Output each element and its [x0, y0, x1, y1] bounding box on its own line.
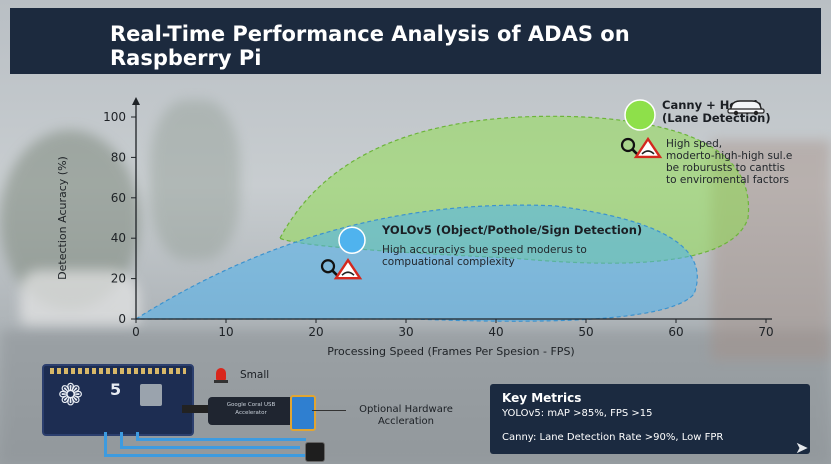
wire	[104, 454, 314, 457]
series-note: compuational complexity	[382, 256, 515, 268]
car-icon	[727, 100, 765, 116]
series-note: to enviromental factors	[666, 174, 789, 186]
x-tick-label: 30	[398, 325, 413, 339]
title-banner: Real-Time Performance Analysis of ADAS o…	[10, 8, 821, 74]
wire	[136, 432, 139, 440]
search-pothole-warning-icon	[620, 136, 663, 159]
x-tick-label: 50	[578, 325, 593, 339]
series-marker	[624, 99, 656, 131]
magnifier-lens	[320, 259, 336, 274]
board-model-number: 5	[110, 380, 122, 399]
background-tree	[150, 100, 240, 260]
x-tick-label: 0	[132, 325, 140, 339]
coral-usb-accelerator: Google Coral USB Accelerator	[208, 397, 294, 425]
series-note: High sped,	[666, 138, 722, 150]
x-tick-label: 10	[218, 325, 233, 339]
key-metrics-title: Key Metrics	[502, 391, 582, 405]
canny-metric: Canny: Lane Detection Rate >90%, Low FPR	[502, 432, 724, 443]
y-tick-label: 80	[111, 150, 126, 164]
raspberry-pi-board: ❁ 5	[42, 364, 194, 436]
search-pothole-warning-icon	[320, 258, 363, 280]
alert-light-base	[214, 380, 228, 383]
usb-cable	[182, 405, 210, 413]
warning-triangle	[633, 136, 663, 159]
series-regions	[133, 115, 750, 322]
y-tick-label: 60	[111, 191, 126, 205]
alert-light-icon	[216, 368, 226, 380]
series-marker	[338, 226, 366, 254]
pothole-mark	[641, 150, 655, 155]
accelerator-label: Google Coral USB Accelerator	[226, 402, 276, 416]
series-name: (Lane Detection)	[662, 111, 771, 125]
series-note: moderto-high-high sul.e	[666, 150, 792, 162]
y-axis-label: Detection Acuracy (%)	[56, 156, 69, 280]
leader-line	[312, 410, 346, 411]
background-car	[20, 270, 140, 325]
wire	[104, 432, 107, 456]
page-title: Real-Time Performance Analysis of ADAS o…	[110, 22, 630, 70]
pothole-mark	[341, 271, 355, 276]
wire	[136, 438, 306, 441]
y-axis-arrow	[132, 97, 140, 105]
key-metrics-panel: Key Metrics YOLOv5: mAP >85%, FPS >15 Ca…	[490, 384, 810, 454]
magnifier-lens	[620, 137, 636, 153]
x-axis-label: Processing Speed (Frames Per Spesion - F…	[327, 345, 574, 358]
warning-triangle	[333, 258, 363, 280]
soc-chip	[140, 384, 162, 406]
series-annotations: Canny + Hough(Lane Detection)High sped,m…	[381, 98, 792, 268]
y-tick-label: 20	[111, 272, 126, 286]
small-label: Small	[240, 369, 270, 381]
usb-plug	[290, 395, 316, 431]
series-note: be roburusts to canttis	[666, 162, 785, 174]
gpio-pins	[50, 368, 186, 374]
y-tick-label: 100	[103, 110, 126, 124]
y-tick-label: 0	[118, 312, 126, 326]
wire	[120, 432, 123, 448]
chart-axes: 0 10 20 30 40 50 60 70 0 20 40 60 80 100	[103, 97, 774, 339]
x-tick-label: 40	[488, 325, 503, 339]
y-tick-label: 40	[111, 231, 126, 245]
series-note: High accuraciys bue speed moderus to	[382, 244, 587, 256]
optional-hardware-label: Optional Hardware Accleration	[359, 404, 453, 427]
series-name: YOLOv5 (Object/Pothole/Sign Detection)	[381, 223, 642, 237]
x-tick-label: 20	[308, 325, 323, 339]
yolo-metric: YOLOv5: mAP >85%, FPS >15	[502, 408, 653, 419]
series-markers	[320, 99, 663, 280]
x-tick-label: 60	[668, 325, 683, 339]
wire	[120, 446, 300, 449]
x-tick-label: 70	[758, 325, 773, 339]
usb-device-icon	[305, 442, 325, 462]
arrow-icon: ➤	[795, 438, 809, 457]
raspberry-logo-icon: ❁	[58, 378, 84, 413]
